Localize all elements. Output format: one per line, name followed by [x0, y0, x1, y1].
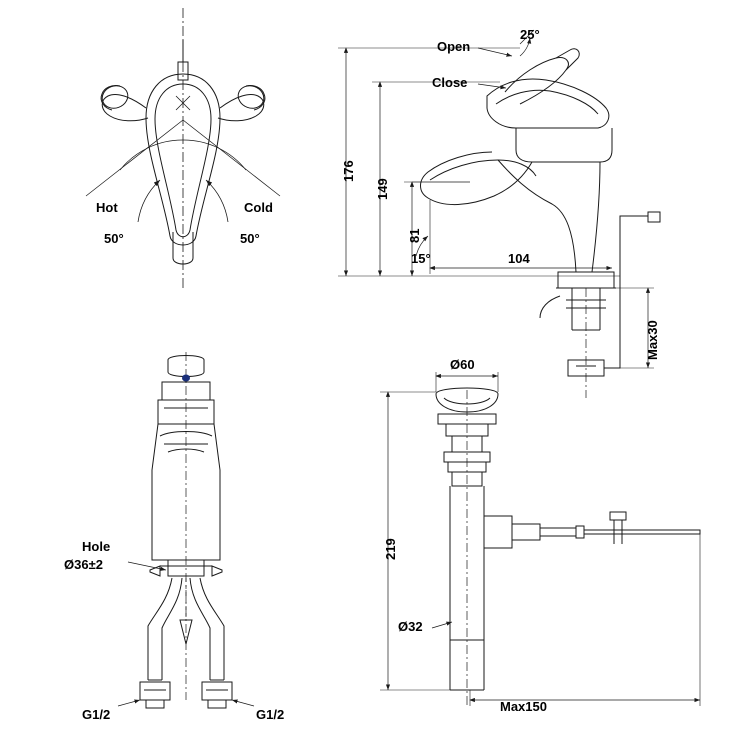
label-inlet-right: G1/2	[256, 707, 285, 722]
label-height-176: 176	[341, 160, 356, 182]
label-height-149: 149	[375, 178, 390, 200]
front-view-geometry	[117, 352, 255, 709]
label-hot: Hot	[96, 200, 118, 215]
label-cap-diameter: Ø60	[450, 357, 475, 372]
label-open: Open	[437, 39, 471, 54]
label-close: Close	[432, 75, 468, 90]
label-hole-diameter: Ø36±2	[64, 557, 103, 572]
label-inlet-left: G1/2	[82, 707, 111, 722]
label-height-81: 81	[407, 228, 422, 243]
label-max30: Max30	[645, 320, 660, 360]
side-view-geometry	[338, 29, 661, 398]
label-cold: Cold	[244, 200, 273, 215]
label-angle-right: 50°	[240, 231, 260, 246]
label-spout-angle: 15°	[411, 251, 431, 266]
label-hole: Hole	[82, 539, 111, 554]
drain-view-geometry	[380, 372, 701, 706]
label-max150: Max150	[500, 699, 547, 714]
label-lever-angle: 25°	[520, 27, 540, 42]
label-drain-length-219: 219	[383, 538, 398, 560]
label-body-diameter: Ø32	[398, 619, 423, 634]
top-view-geometry	[85, 8, 281, 288]
label-reach-104: 104	[508, 251, 530, 266]
label-angle-left: 50°	[104, 231, 124, 246]
